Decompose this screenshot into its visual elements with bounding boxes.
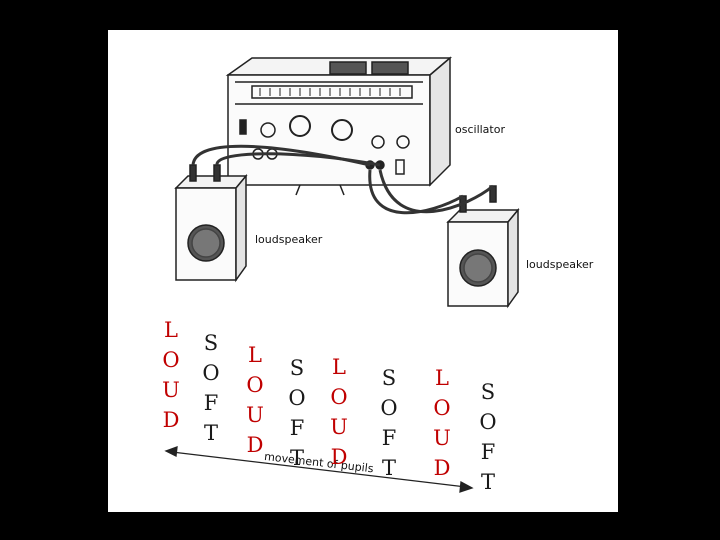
word-soft-3: S O F T [378,363,400,483]
letter: L [435,366,449,390]
letter: F [203,391,219,415]
word-soft-4: S O F T [477,377,499,497]
letter: O [330,385,348,409]
letter: O [288,386,306,410]
letter: S [381,366,397,390]
letter: D [330,445,348,469]
loudspeaker-left-label: loudspeaker [255,233,323,246]
letter: L [332,355,346,379]
letter: O [162,348,180,372]
word-loud-4: L O U D [431,363,453,483]
letter: S [480,380,496,404]
letter: O [202,361,220,385]
letter: D [246,433,264,457]
movement-arrow [164,446,474,493]
letter: D [162,408,180,432]
letter: O [433,396,451,420]
letter: F [289,416,305,440]
letter: U [433,426,451,450]
letter: O [246,373,264,397]
word-soft-1: S O F T [200,328,222,448]
letter: L [248,343,262,367]
loudspeaker-right-label: loudspeaker [526,258,594,271]
oscillator-device [225,56,453,196]
letter: F [480,440,496,464]
letter: U [246,403,264,427]
oscillator-label: oscillator [455,123,505,136]
letter: T [480,470,495,494]
letter: S [289,356,305,380]
word-soft-2: S O F T [286,353,308,473]
letter: T [381,456,396,480]
letter: U [162,378,180,402]
letter: D [433,456,451,480]
letter: O [380,396,398,420]
letter: T [289,446,304,470]
letter: T [203,421,218,445]
word-loud-2: L O U D [244,340,266,460]
letter: U [330,415,348,439]
letter: S [203,331,219,355]
word-loud-1: L O U D [160,315,182,435]
word-loud-3: L O U D [328,352,350,472]
cables [191,144,494,215]
loudspeaker-left-device [174,164,248,283]
letter: L [164,318,178,342]
letter: F [381,426,397,450]
letter: O [479,410,497,434]
